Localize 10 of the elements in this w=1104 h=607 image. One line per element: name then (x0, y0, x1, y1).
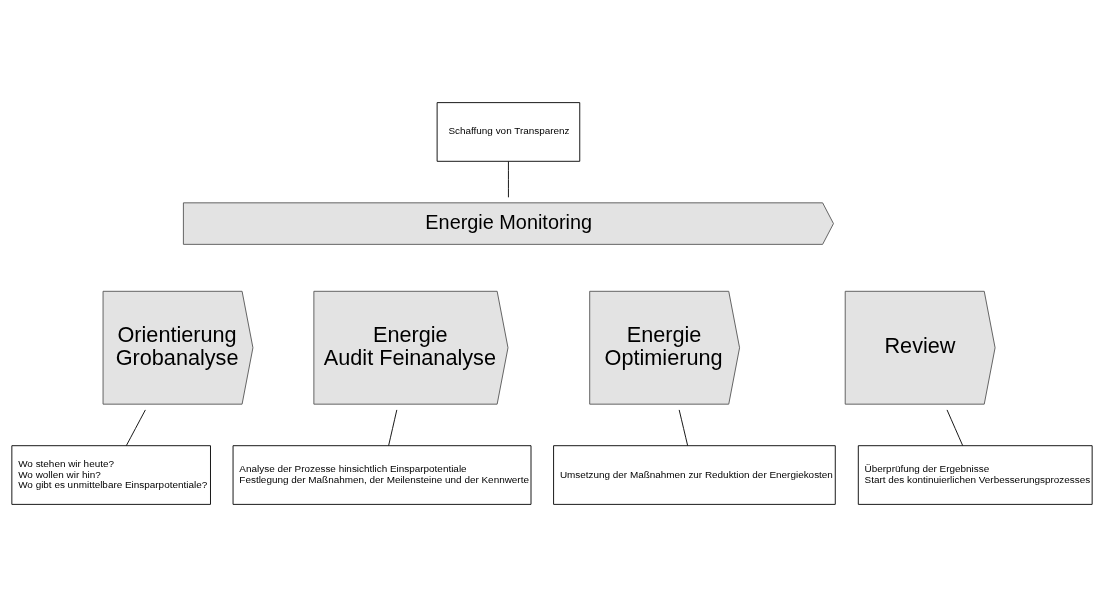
node-box: Wo stehen wir heute? Wo wollen wir hin? Wo gibt es unmittelbare Einsparpotentiale? (11, 445, 211, 505)
node-box: Schaffung von Transparenz (436, 102, 581, 162)
connector (125, 409, 146, 446)
node-box: Umsetzung der Maßnahmen zur Reduktion der Energiekosten (553, 445, 836, 505)
node-box: Überprüfung der Ergebnisse Start des kontinuierlichen Verbesserungsprozesses (857, 445, 1093, 505)
connector (388, 409, 398, 446)
node-box: Analyse der Prozesse hinsichtlich Einsparpotentiale Festlegung der Maßnahmen, der Meilensteine und der Kennwerte (232, 445, 532, 505)
connector (946, 409, 964, 446)
connector (508, 161, 509, 198)
connector (678, 409, 689, 446)
